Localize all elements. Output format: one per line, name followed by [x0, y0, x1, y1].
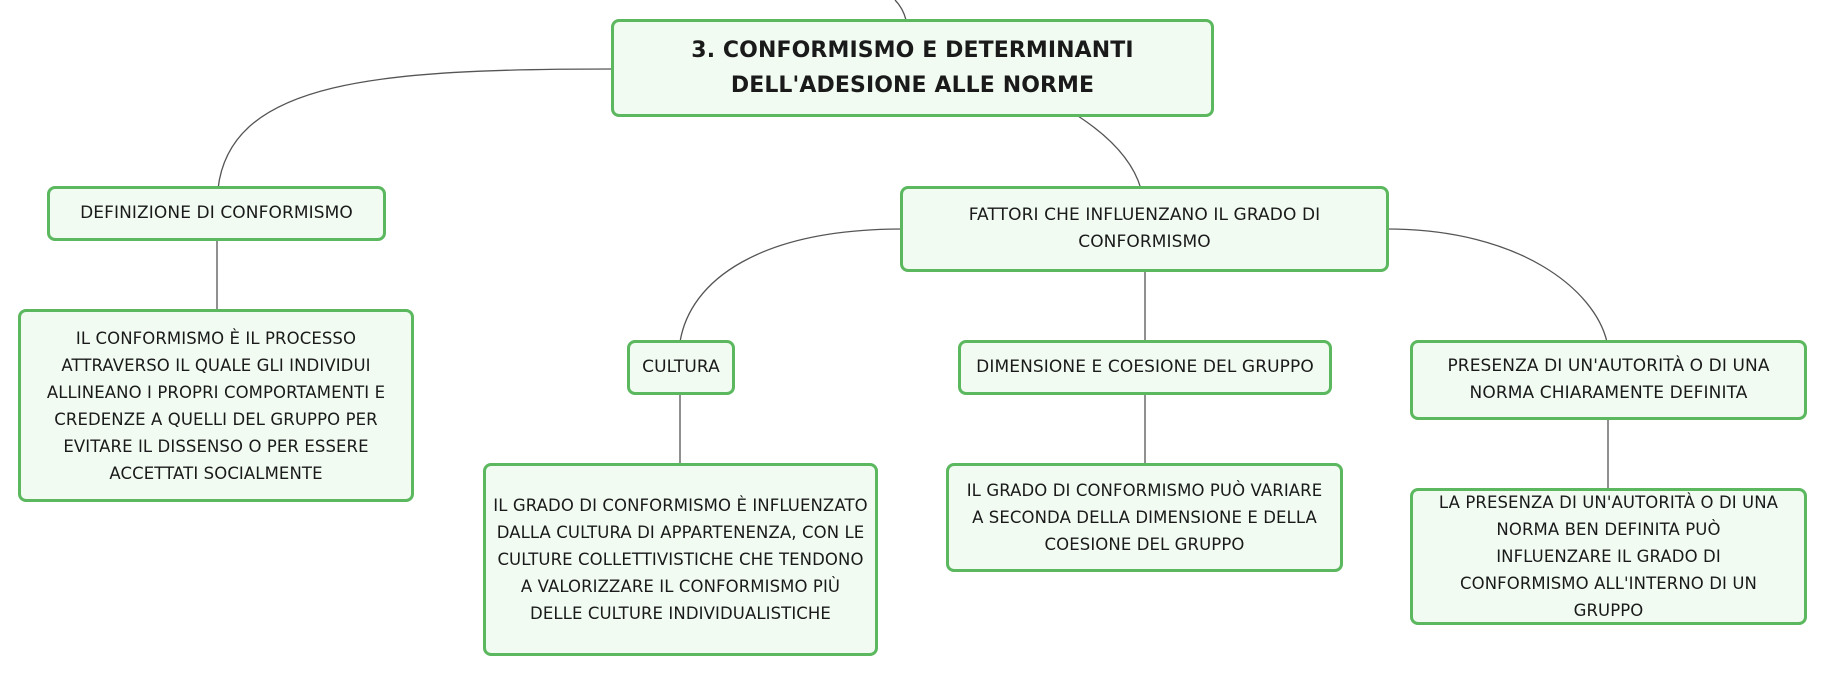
culture-node-label: CULTURA — [642, 357, 720, 377]
definition-text-label: IL CONFORMISMO È IL PROCESSO ATTRAVERSO … — [46, 328, 386, 483]
authority-text-node[interactable]: LA PRESENZA DI UN'AUTORITÀ O DI UNA NORM… — [1410, 488, 1807, 625]
connector-factors-to-culture — [679, 228, 904, 343]
group-node[interactable]: DIMENSIONE E COESIONE DEL GRUPPO — [958, 340, 1332, 395]
culture-text-label: IL GRADO DI CONFORMISMO È INFLUENZATO DA… — [493, 496, 868, 623]
culture-node[interactable]: CULTURA — [627, 340, 735, 395]
definition-node-label: DEFINIZIONE DI CONFORMISMO — [80, 203, 353, 223]
factors-node[interactable]: FATTORI CHE INFLUENZANO IL GRADO DI CONF… — [900, 186, 1389, 272]
connector-root-to-factors — [1077, 115, 1142, 190]
authority-node[interactable]: PRESENZA DI UN'AUTORITÀ O DI UNA NORMA C… — [1410, 340, 1807, 420]
connector-parent-to-root — [894, 0, 907, 21]
group-text-label: IL GRADO DI CONFORMISMO PUÒ VARIARE A SE… — [966, 481, 1323, 554]
connector-root-to-definition — [217, 68, 613, 190]
group-node-label: DIMENSIONE E COESIONE DEL GRUPPO — [976, 357, 1314, 377]
authority-text-label: LA PRESENZA DI UN'AUTORITÀ O DI UNA NORM… — [1438, 493, 1779, 620]
root-node-label: 3. CONFORMISMO E DETERMINANTI DELL'ADESI… — [691, 38, 1134, 98]
definition-text-node[interactable]: IL CONFORMISMO È IL PROCESSO ATTRAVERSO … — [18, 309, 414, 502]
culture-text-node[interactable]: IL GRADO DI CONFORMISMO È INFLUENZATO DA… — [483, 463, 878, 656]
root-node[interactable]: 3. CONFORMISMO E DETERMINANTI DELL'ADESI… — [611, 19, 1214, 117]
definition-node[interactable]: DEFINIZIONE DI CONFORMISMO — [47, 186, 386, 241]
group-text-node[interactable]: IL GRADO DI CONFORMISMO PUÒ VARIARE A SE… — [946, 463, 1343, 572]
connector-factors-to-authority — [1386, 228, 1608, 343]
factors-node-label: FATTORI CHE INFLUENZANO IL GRADO DI CONF… — [968, 205, 1321, 252]
authority-node-label: PRESENZA DI UN'AUTORITÀ O DI UNA NORMA C… — [1447, 356, 1770, 403]
